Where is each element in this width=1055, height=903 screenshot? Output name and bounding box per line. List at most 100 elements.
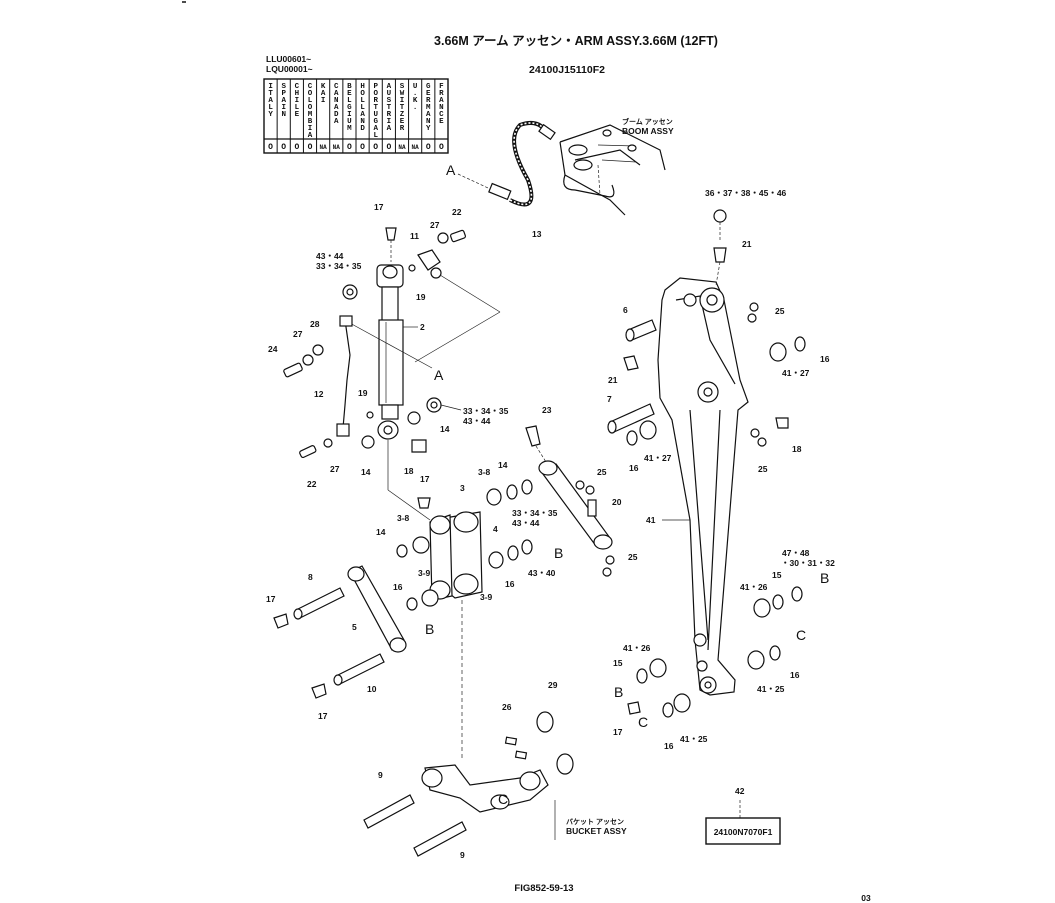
callout-43-44-a: 43・44	[316, 251, 344, 261]
country-mark: O	[347, 143, 352, 152]
country-mark: O	[426, 143, 431, 152]
callout-25-d: 25	[758, 464, 768, 474]
callout-11: 11	[410, 231, 419, 241]
grease-fitting-17-top	[385, 227, 397, 262]
callout-17-d: 17	[318, 711, 328, 721]
pin-8	[293, 587, 345, 620]
bucket-cylinder-2	[376, 264, 404, 440]
callout-25-b: 25	[628, 552, 638, 562]
callout-15-a: 15	[772, 570, 782, 580]
callout-14-b: 14	[361, 467, 371, 477]
country-mark: O	[308, 143, 313, 152]
callout-10: 10	[367, 684, 377, 694]
callout-7: 7	[607, 394, 612, 404]
callout-27-b: 27	[293, 329, 303, 339]
callout-9-b: 9	[460, 850, 465, 860]
callout-41-26-b: 41・26	[623, 643, 651, 653]
callout-16-a: 16	[393, 582, 403, 592]
figure-number: FIG852-59-13	[514, 883, 573, 894]
callout-41-25-b: 41・25	[680, 734, 708, 744]
callout-33-34-35-a: 33・34・35	[316, 261, 362, 271]
page-code: 03	[861, 893, 871, 903]
callout-26: 26	[502, 702, 512, 712]
pin-9-a	[363, 794, 415, 829]
callout-21-b: 21	[608, 375, 618, 385]
link-3	[429, 511, 483, 601]
callout-29: 29	[548, 680, 558, 690]
callout-3-8-b: 3-8	[397, 513, 410, 523]
drawing-number: 24100J15110F2	[529, 64, 605, 76]
callout-25-c: 25	[775, 306, 785, 316]
link-4	[538, 460, 613, 550]
callout-8: 8	[308, 572, 313, 582]
callout-43-44-b: 43・44	[463, 416, 491, 426]
grease-pipe-12	[336, 315, 353, 437]
callout-3-8-a: 3-8	[478, 467, 491, 477]
callout-17-c: 17	[266, 594, 276, 604]
callout-16-f: 16	[664, 741, 674, 751]
callout-17-a: 17	[374, 202, 384, 212]
bucket-assy-jp-label: バケット アッセン	[566, 818, 624, 826]
ref-B-arm-lower: B	[614, 684, 623, 700]
country-mark: O	[360, 143, 365, 152]
callout-12: 12	[314, 389, 324, 399]
callout-28: 28	[310, 319, 320, 329]
callout-41-27-a: 41・27	[782, 368, 810, 378]
ref-C-bracket: C	[498, 791, 508, 807]
callout-41-27-b: 41・27	[644, 453, 672, 463]
callout-36-37-38-45-46: 36・37・38・45・46	[705, 188, 787, 198]
callout-4: 4	[493, 524, 498, 534]
callout-43-40: 43・40	[528, 568, 556, 578]
ref-B-arm: B	[820, 570, 829, 586]
country-name: U.K.	[413, 83, 418, 112]
country-mark: O	[373, 143, 378, 152]
ref-B-link5: B	[425, 621, 434, 637]
callout-14-d: 14	[376, 527, 386, 537]
bucket-bracket	[421, 764, 549, 813]
country-mark: NA	[398, 144, 406, 151]
callout-14-c: 14	[498, 460, 508, 470]
callout-6: 6	[623, 305, 628, 315]
serial-range-1: LLU00601~	[266, 54, 311, 64]
country-mark: O	[439, 143, 444, 152]
callout-13: 13	[532, 229, 542, 239]
arm-41	[657, 277, 749, 696]
callout-3: 3	[460, 483, 465, 493]
kit-box-42	[705, 817, 781, 845]
ref-C-arm-lower: C	[638, 714, 648, 730]
callout-27-c: 27	[330, 464, 340, 474]
callout-42: 42	[735, 786, 745, 796]
callout-16-b: 16	[505, 579, 515, 589]
callout-3-9-a: 3-9	[418, 568, 431, 578]
callout-22-b: 22	[307, 479, 317, 489]
callout-16-d: 16	[629, 463, 639, 473]
callout-23: 23	[542, 405, 552, 415]
link-5	[347, 565, 407, 653]
callout-24: 24	[268, 344, 278, 354]
callout-3-9-b: 3-9	[480, 592, 493, 602]
bucket-assy-label: BUCKET ASSY	[566, 826, 627, 836]
boom-assy-illustration	[559, 124, 666, 216]
callout-25-a: 25	[597, 467, 607, 477]
callout-41-25-a: 41・25	[757, 684, 785, 694]
callout-16-e: 16	[790, 670, 800, 680]
pin-10	[333, 653, 385, 686]
callout-41: 41	[646, 515, 656, 525]
callout-47-48: 47・48	[782, 548, 810, 558]
callout-17-e: 17	[613, 727, 623, 737]
callout-17-b: 17	[420, 474, 430, 484]
country-mark: NA	[412, 144, 420, 151]
callout-9-a: 9	[378, 770, 383, 780]
